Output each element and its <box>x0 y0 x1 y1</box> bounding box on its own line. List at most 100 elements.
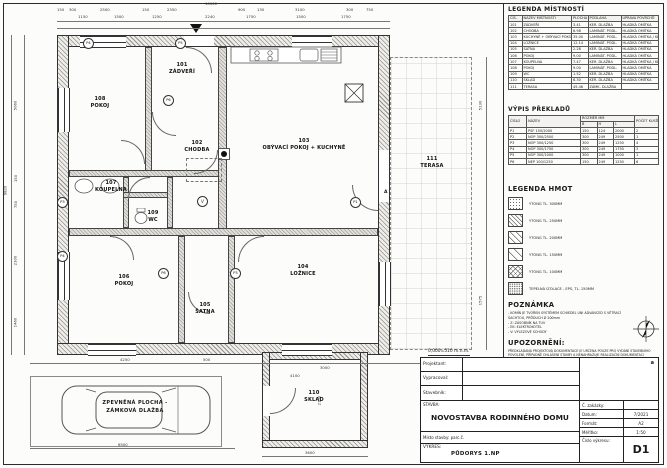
material-item: YTONG TL. 100MM <box>508 263 659 280</box>
dim-label: 4100 <box>290 373 300 378</box>
format-value: A2 <box>638 420 644 426</box>
projektant-row: Projektant: <box>421 358 579 372</box>
vypracoval-row: Vypracoval: <box>421 372 579 386</box>
storage-wall-bottom <box>262 440 368 448</box>
lintel-mark: P3 <box>57 197 68 208</box>
material-swatch-icon <box>508 248 523 261</box>
partition-wall <box>178 236 185 343</box>
lintel-mark: P6 <box>163 95 174 106</box>
storage-wall-right <box>360 352 368 448</box>
note-text: - Z: ZÁSOBNÍK NA TUV <box>508 320 546 325</box>
north-compass-icon <box>633 316 659 342</box>
dim-label: 2350 <box>167 7 177 12</box>
door-opening <box>184 36 214 46</box>
vent-mark: V <box>197 196 208 207</box>
dimension-line <box>57 21 390 22</box>
partition-wall <box>145 47 152 177</box>
note-title: POZNÁMKA <box>508 301 555 309</box>
dimension-line <box>30 363 470 364</box>
dimension-line <box>30 448 235 449</box>
col-header: POČET KUSŮ <box>634 114 659 129</box>
partition-wall <box>123 177 129 228</box>
col-header: NÁZEV <box>526 114 581 129</box>
room-name: POKOJ <box>114 280 134 287</box>
dim-label: 10000 <box>205 1 218 6</box>
lintel-h-cell: 249 <box>596 157 614 166</box>
lintel-b-cell: 150 <box>580 157 598 166</box>
note-text: - KOMÍN JE TVOŘEN SYSTÉMEM SCHIEDEL UNI … <box>508 311 621 320</box>
cislo-row: Číslo výkresu: D1 <box>580 437 658 462</box>
room-name: SKLAD <box>304 396 324 403</box>
zakazka-label: Č. zakázky: <box>580 401 624 409</box>
partition-wall <box>69 228 378 236</box>
table-row: 103 KUCHYNĚ + OBÝVACÍ POKOJ 35.00 LAMINÁ… <box>508 33 659 41</box>
format-row: Formát: A2 <box>580 419 658 428</box>
material-swatch-icon <box>508 282 523 295</box>
dimension-line <box>486 57 487 350</box>
material-swatch-icon <box>508 214 523 227</box>
material-item: YTONG TL. 150MM <box>508 246 659 263</box>
room-name: ŠATNA <box>195 308 215 315</box>
dim-label: 1575 <box>477 295 483 306</box>
format-label: Formát: <box>580 419 624 427</box>
material-swatch-icon <box>508 265 523 278</box>
vypracoval-label: Vypracoval: <box>421 372 463 385</box>
partition-wall <box>167 177 173 228</box>
warning-title: UPOZORNĚNÍ: <box>508 339 565 347</box>
room-number: 111 <box>426 156 438 162</box>
material-label: TEPELNÁ IZOLACE - EPS, TL. 150MM <box>529 286 594 291</box>
window <box>58 252 70 300</box>
room-number: 109 <box>147 210 159 216</box>
material-label: YTONG TL. 300MM <box>529 201 563 206</box>
zakazka-row: Č. zakázky: <box>580 401 658 410</box>
note-line: - KOMÍN JE TVOŘEN SYSTÉMEM SCHIEDEL UNI … <box>508 311 626 321</box>
paved-area-label-line1: ZPEVNĚNÁ PLOCHA - <box>102 400 168 406</box>
chimney-icon <box>344 83 364 103</box>
dim-label: 5130 <box>477 100 483 111</box>
window <box>379 262 391 306</box>
dim-label: 300 <box>346 7 354 12</box>
room-number: 102 <box>191 140 203 146</box>
note-section: POZNÁMKA - KOMÍN JE TVOŘEN SYSTÉMEM SCHI… <box>508 301 659 335</box>
dim-label: 500 <box>203 357 211 362</box>
note-line: - Z: ZÁSOBNÍK NA TUV <box>508 321 626 326</box>
revision-box: a <box>580 358 658 401</box>
dimension-line <box>57 28 390 29</box>
dim-label: 1750 <box>341 14 351 19</box>
room-no-cell: 111 <box>508 82 523 91</box>
material-swatch-icon <box>508 231 523 244</box>
project-title: NOVOSTAVBA RODINNÉHO DOMU <box>431 413 569 422</box>
cislo-label: Číslo výkresu: <box>580 437 624 462</box>
room-name: POKOJ <box>90 102 110 109</box>
terrace-paving <box>390 57 472 350</box>
warning-text: PŘEDKLÁDANÁ PROJEKTOVÁ DOKUMENTACE JE UR… <box>508 349 651 358</box>
lintel-section: VÝPIS PŘEKLADŮ ČÍSLO NÁZEV ROZMĚR MM POČ… <box>508 106 659 166</box>
attic-hatch <box>186 158 222 182</box>
title-block: Projektant: Vypracoval: Stavebník: STAVB… <box>420 357 659 463</box>
room-name: CHODBA <box>184 146 210 153</box>
lintel-name-cell: NEP 100/1250 <box>526 157 581 166</box>
zakazka-value <box>624 401 658 409</box>
table-row: P6 NEP 100/1250 150 249 1250 6 <box>508 157 659 166</box>
material-label: YTONG TL. 150MM <box>529 252 563 257</box>
lintel-l-cell: 1250 <box>613 157 635 166</box>
dimension-line <box>11 35 12 355</box>
room-surface-cell <box>620 82 659 91</box>
dim-label: 5060 <box>12 100 18 111</box>
lintel-count-cell: 6 <box>634 157 659 166</box>
room-name: KOUPELNA <box>95 186 127 193</box>
materials-section: LEGENDA HMOT YTONG TL. 300MM YTONG TL. 2… <box>508 185 659 297</box>
room-number: 106 <box>118 274 130 280</box>
dim-label: 3100 <box>295 7 305 12</box>
terrace-door-opening <box>379 150 389 202</box>
lintel-mark: P5 <box>175 38 186 49</box>
bathroom-sinks-icon <box>74 178 120 194</box>
room-legend-section: LEGENDA MÍSTNOSTÍ ČÍS. NÁZEV MÍSTNOSTI P… <box>508 6 659 91</box>
lintel-mark: P4 <box>57 251 68 262</box>
misto-label: Místo stavby: parc.č. <box>423 435 465 440</box>
stavebnik-row: Stavebník: <box>421 386 579 401</box>
